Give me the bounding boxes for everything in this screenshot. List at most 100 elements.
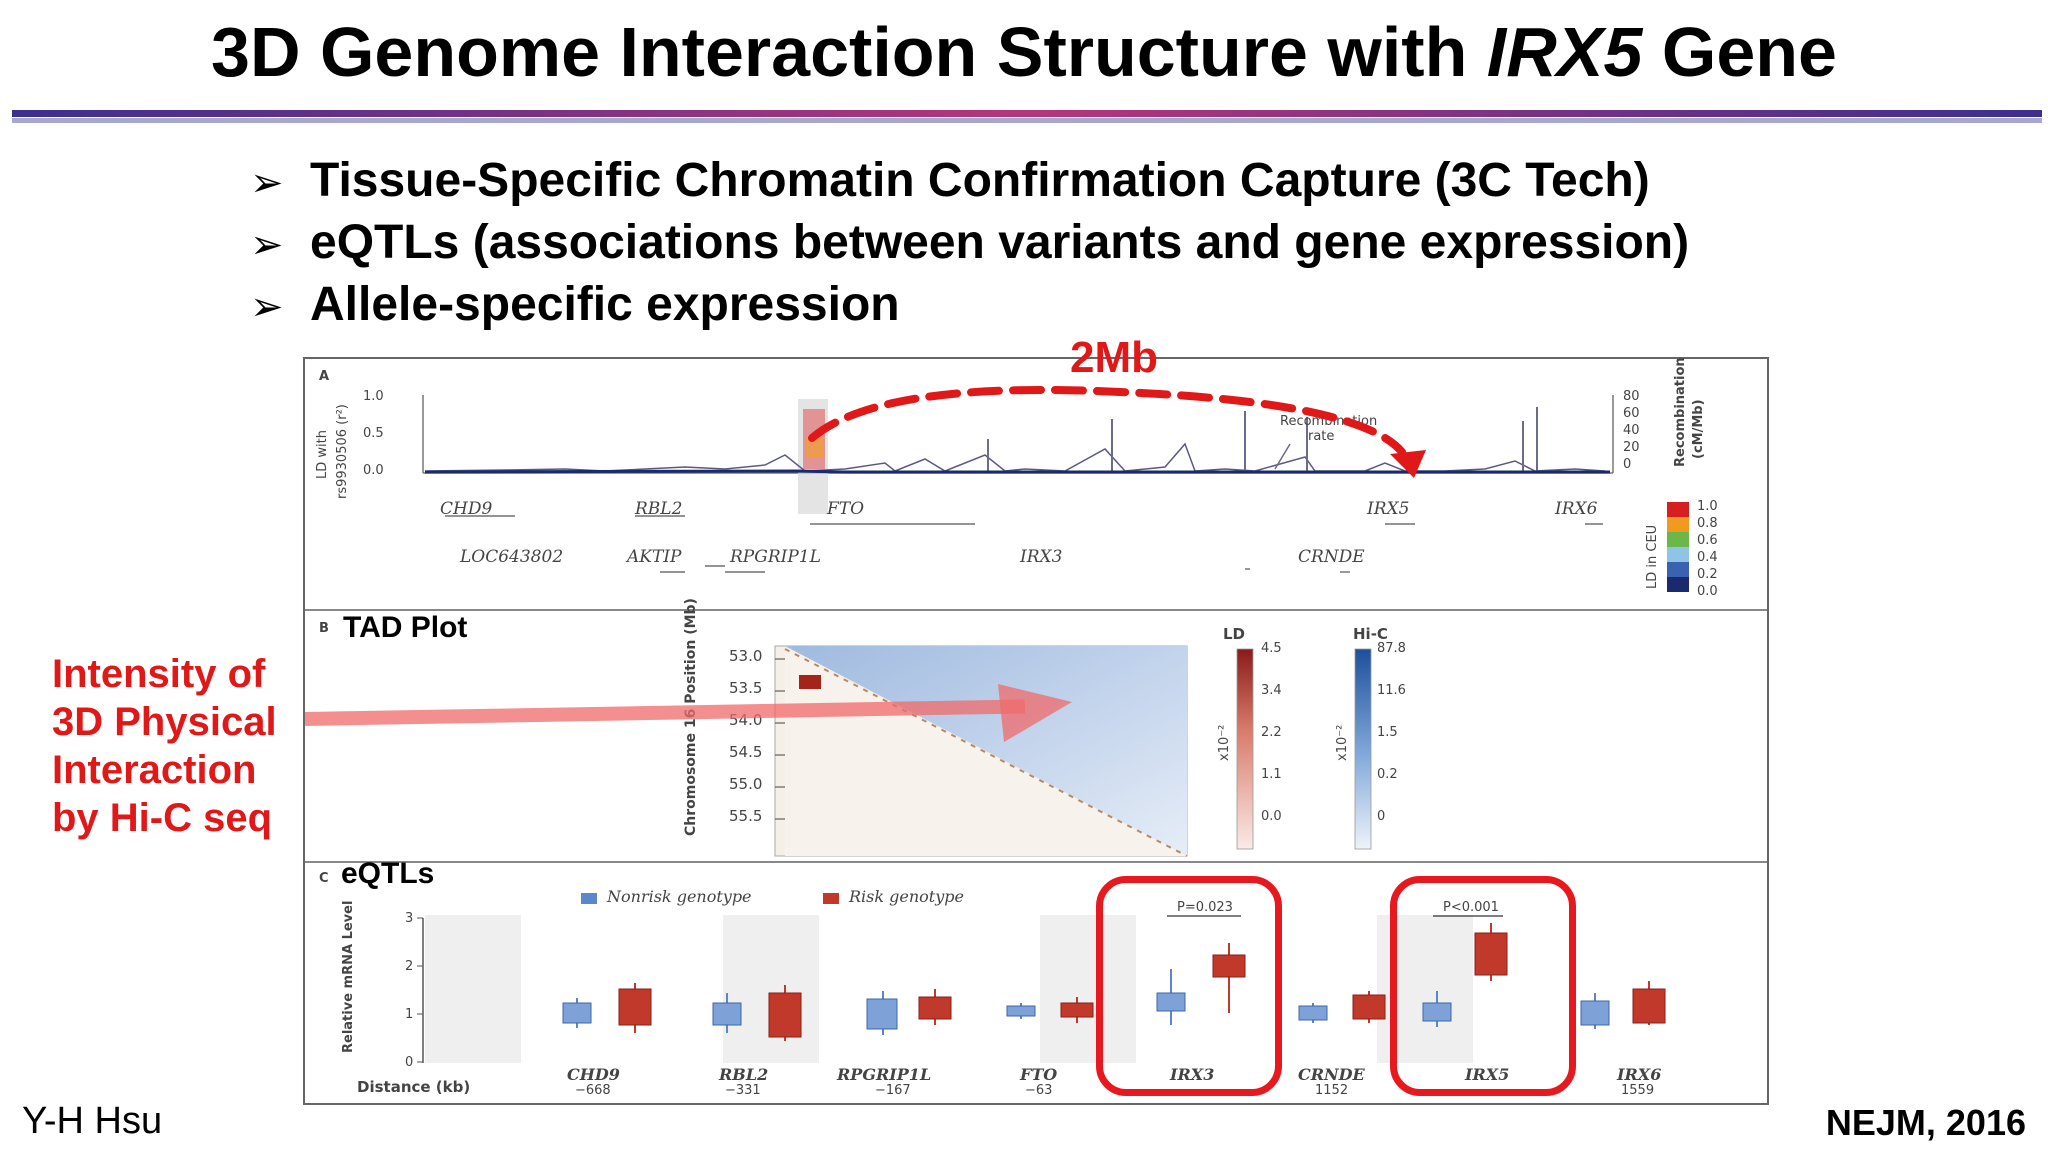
ld-legend-tick: 0.2 — [1697, 567, 1718, 582]
eqtl-ytick: 3 — [405, 911, 414, 926]
recomb-label-2: rate — [1308, 429, 1335, 444]
boxplot-irx3-risk — [1212, 943, 1246, 1013]
ld-legend-tick: 1.0 — [1697, 499, 1718, 514]
eqtl-gene-label: RBL2 — [719, 1065, 769, 1084]
legend-swatch-risk — [823, 893, 839, 904]
panel-a-ytick: 0.0 — [363, 463, 384, 478]
gene-label: IRX6 — [1555, 499, 1598, 519]
distance-label: Distance (kb) — [357, 1078, 471, 1096]
panel-b-title: TAD Plot — [343, 611, 468, 644]
ld-legend-tick: 0.4 — [1697, 550, 1718, 565]
boxplot-fto-risk — [1060, 997, 1094, 1023]
hic-scale-tick: 11.6 — [1377, 683, 1406, 698]
ld-scale-tick: 3.4 — [1261, 683, 1282, 698]
panel-a-right-ytick: 0 — [1623, 457, 1632, 472]
bullet-arrow-icon: ➢ — [250, 222, 284, 268]
gene-label: LOC643802 — [460, 547, 564, 567]
dashed-arc-arrow — [808, 385, 1406, 456]
side-annotation-line: Intensity of — [52, 652, 266, 696]
eqtl-ytick: 1 — [405, 1007, 414, 1022]
tad-ytick: 55.0 — [729, 775, 763, 793]
citation: NEJM, 2016 — [1825, 1102, 2026, 1143]
title-divider — [12, 110, 2042, 123]
figure-panel: A LD with rs9930506 (r²) 1.0 0.5 0.0 — [303, 357, 1769, 1105]
eqtl-ytick: 0 — [405, 1055, 414, 1070]
tad-ytick: 55.5 — [729, 807, 763, 825]
eqtl-gene-label: CRNDE — [1298, 1065, 1365, 1084]
eqtl-gene-distance: −668 — [575, 1083, 611, 1098]
tad-ytick: 53.0 — [729, 647, 763, 665]
highlight-box-irx3 — [1096, 876, 1282, 1096]
dashed-arc-arrowhead — [1390, 450, 1426, 478]
eqtl-gene-label: RPGRIP1L — [837, 1065, 932, 1084]
ld-color-legend — [1667, 502, 1689, 592]
ld-scale-tick: 1.1 — [1261, 767, 1282, 782]
eqtl-gene-distance: −63 — [1025, 1083, 1053, 1098]
bullet-list: ➢ Tissue-Specific Chromatin Confirmation … — [250, 150, 1689, 336]
pvalue-irx3: P=0.023 — [1177, 900, 1233, 915]
legend-label-nonrisk: Nonrisk genotype — [607, 887, 752, 906]
highlight-box-irx5 — [1390, 876, 1576, 1096]
panel-b-label: B — [319, 621, 329, 636]
pink-pointer-head — [998, 684, 1072, 742]
bullet-text: Tissue-Specific Chromatin Confirmation C… — [310, 154, 1650, 207]
gene-label: IRX5 — [1367, 499, 1410, 519]
panel-a-plot — [422, 395, 1614, 573]
boxplot-irx5-risk — [1474, 923, 1508, 981]
boxplot-rpgrip1l-risk — [918, 989, 952, 1025]
hic-scale-title: Hi-C — [1353, 625, 1388, 643]
panel-a-right-ytick: 80 — [1623, 389, 1640, 404]
ld-scale-title: LD — [1223, 625, 1246, 643]
pink-pointer-shaft — [304, 699, 1026, 726]
legend-swatch-nonrisk — [581, 893, 597, 904]
boxplot-irx6-nonrisk — [1580, 993, 1610, 1029]
gene-label: RBL2 — [635, 499, 683, 519]
bullet-arrow-icon: ➢ — [250, 284, 284, 330]
annotation-2mb: 2Mb — [1070, 333, 1158, 382]
boxplot-chd9-risk — [618, 983, 652, 1033]
panel-a-right-ytick: 40 — [1623, 423, 1640, 438]
hic-scale-tick: 1.5 — [1377, 725, 1398, 740]
panel-a-label: A — [319, 369, 330, 384]
side-annotation-line: by Hi-C seq — [52, 796, 273, 840]
ld-legend-tick: 0.0 — [1697, 584, 1718, 599]
bullet-text: eQTLs (associations between variants and… — [310, 216, 1690, 269]
legend-label-risk: Risk genotype — [849, 887, 964, 906]
boxplot-irx5-nonrisk — [1422, 991, 1452, 1027]
bullet-item: ➢ eQTLs (associations between variants an… — [250, 212, 1689, 274]
bullet-item: ➢ Tissue-Specific Chromatin Confirmation … — [250, 150, 1689, 212]
bullet-item: ➢Allele-specific expression — [250, 274, 1689, 336]
boxplot-rbl2-nonrisk — [712, 993, 742, 1033]
title-suffix: Gene — [1642, 13, 1837, 91]
hic-scale-tick: 0 — [1377, 809, 1386, 824]
panel-a-right-ytick: 20 — [1623, 440, 1640, 455]
hic-scale-tick: 0.2 — [1377, 767, 1398, 782]
ld-scale-tick: 0.0 — [1261, 809, 1282, 824]
eqtl-gene-distance: −331 — [725, 1083, 761, 1098]
panel-c-title: eQTLs — [341, 857, 435, 890]
boxplot-rpgrip1l-nonrisk — [866, 991, 898, 1035]
gene-label: CHD9 — [440, 499, 493, 519]
panel-a-right-ytick: 60 — [1623, 406, 1640, 421]
ld-legend-tick: 0.6 — [1697, 533, 1718, 548]
panel-a-regional-plot: A LD with rs9930506 (r²) 1.0 0.5 0.0 — [305, 357, 1767, 611]
boxplot-chd9-nonrisk — [562, 998, 592, 1028]
gene-label: AKTIP — [627, 547, 682, 567]
gene-label: FTO — [827, 499, 865, 519]
eqtl-gene-label: IRX6 — [1617, 1065, 1662, 1084]
panel-a-ytick: 0.5 — [363, 426, 384, 441]
bullet-arrow-icon: ➢ — [250, 160, 284, 206]
pvalue-irx5: P<0.001 — [1443, 900, 1499, 915]
boxplot-crnde-risk — [1352, 991, 1386, 1023]
panel-b-tad-plot: B TAD Plot Chromosome 16 Position (Mb) 5… — [305, 598, 1767, 863]
ld-scale-tick: 4.5 — [1261, 641, 1282, 656]
gene-label: IRX3 — [1020, 547, 1063, 567]
eqtl-gene-label: FTO — [1020, 1065, 1058, 1084]
eqtl-gene-distance: 1559 — [1621, 1083, 1655, 1098]
panel-c-label: C — [319, 871, 329, 886]
tad-ytick: 53.5 — [729, 679, 763, 697]
gene-label: CRNDE — [1298, 547, 1365, 567]
boxplot-crnde-nonrisk — [1298, 1003, 1328, 1023]
tad-ytick: 54.5 — [729, 743, 763, 761]
